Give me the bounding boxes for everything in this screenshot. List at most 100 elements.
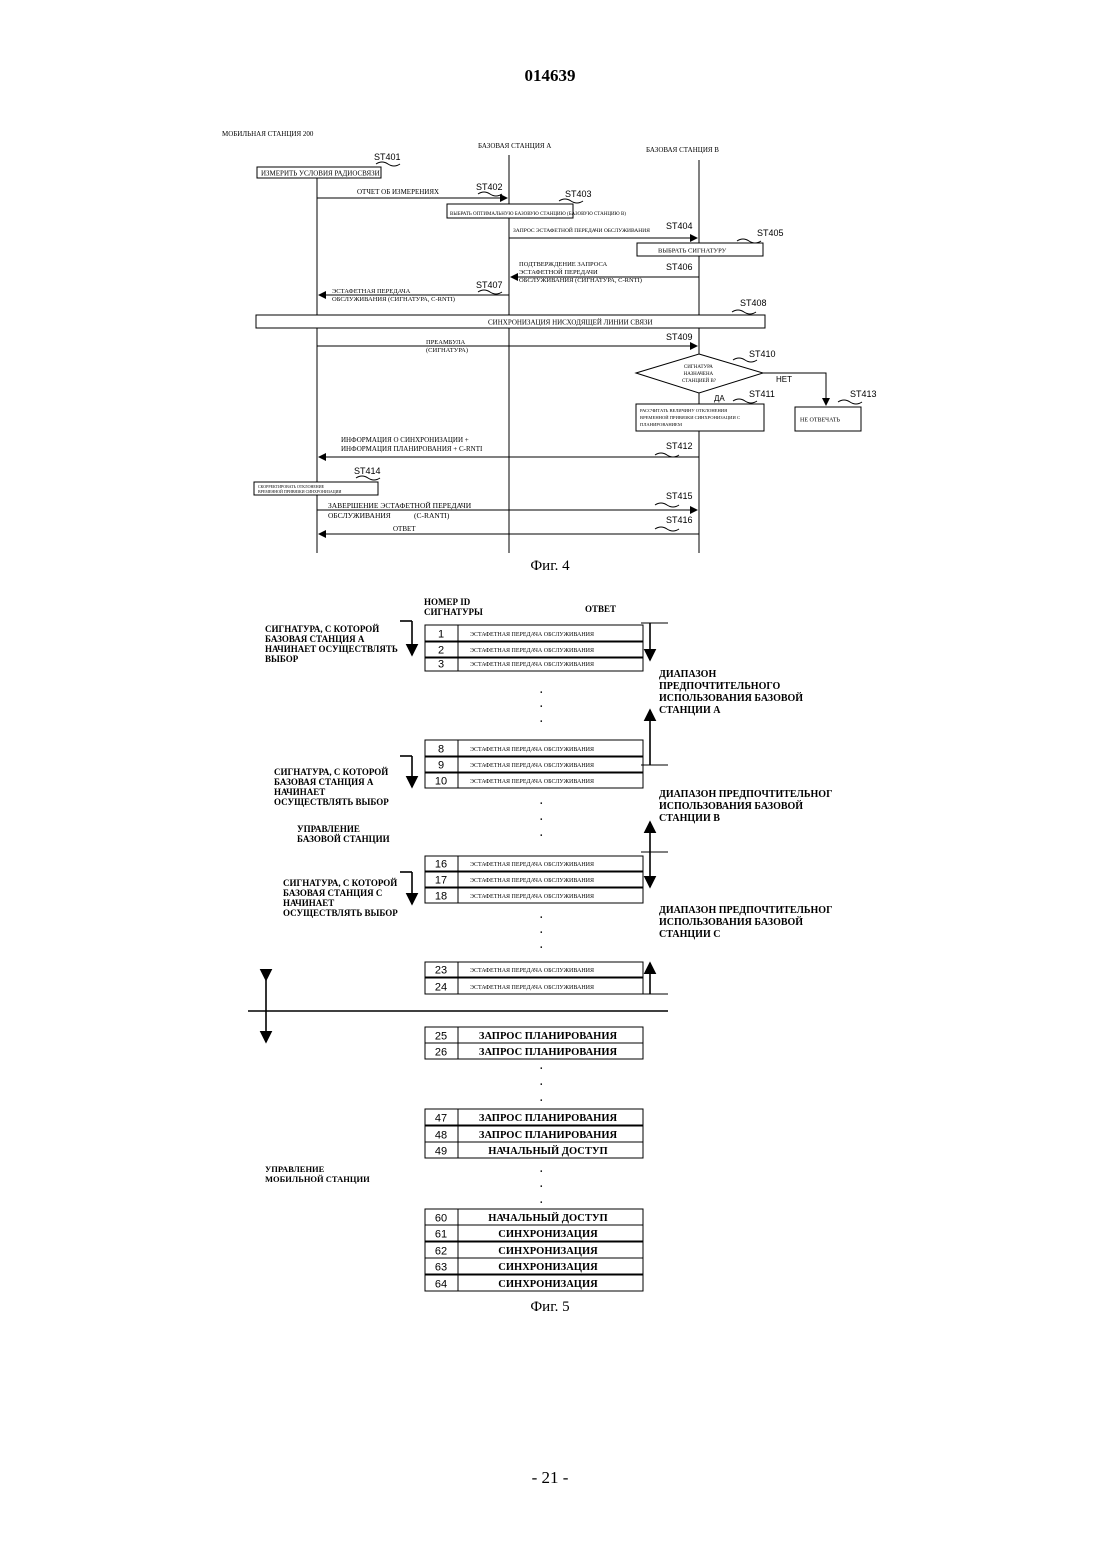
row-response: ЗАПРОС ПЛАНИРОВАНИЯ — [479, 1113, 618, 1124]
svg-text:.: . — [540, 1164, 543, 1175]
row-id: 62 — [435, 1246, 447, 1258]
row-response: СИНХРОНИЗАЦИЯ — [498, 1229, 598, 1240]
fig4-sequence-diagram: МОБИЛЬНАЯ СТАНЦИЯ 200 БАЗОВАЯ СТАНЦИЯ A … — [222, 130, 877, 553]
row-response: СИНХРОНИЗАЦИЯ — [498, 1246, 598, 1257]
row-id: 47 — [435, 1113, 447, 1125]
step-st416-id: ST416 — [666, 515, 693, 525]
step-st416-text: ОТВЕТ — [393, 525, 416, 533]
fig5-signature-table: НОМЕР ID СИГНАТУРЫ ОТВЕТ 1ЭСТАФЕТНАЯ ПЕР… — [248, 597, 835, 1291]
column-header-id: НОМЕР ID СИГНАТУРЫ — [424, 597, 483, 617]
range-bs-b: ДИАПАЗОН ПРЕДПОЧТИТЕЛЬНОГ ИСПОЛЬЗОВАНИЯ … — [659, 789, 835, 824]
row-response: ЭСТАФЕТНАЯ ПЕРЕДАЧА ОБСЛУЖИВАНИЯ — [470, 779, 594, 785]
svg-text:.: . — [540, 1179, 543, 1190]
row-response: ЗАПРОС ПЛАНИРОВАНИЯ — [479, 1047, 618, 1058]
row-id: 23 — [435, 965, 447, 977]
row-id: 64 — [435, 1279, 447, 1291]
step-st408-id: ST408 — [740, 298, 767, 308]
step-st412-id: ST412 — [666, 441, 693, 451]
step-st415-id: ST415 — [666, 491, 693, 501]
step-st404-text: ЗАПРОС ЭСТАФЕТНОЙ ПЕРЕДАЧИ ОБСЛУЖИВАНИЯ — [513, 226, 650, 234]
row-response: ЗАПРОС ПЛАНИРОВАНИЯ — [479, 1130, 618, 1141]
step-st402-text: ОТЧЕТ ОБ ИЗМЕРЕНИЯХ — [357, 188, 439, 196]
row-id: 61 — [435, 1229, 447, 1241]
row-id: 48 — [435, 1130, 447, 1142]
row-response: ЭСТАФЕТНАЯ ПЕРЕДАЧА ОБСЛУЖИВАНИЯ — [470, 648, 594, 654]
range-bs-c: ДИАПАЗОН ПРЕДПОЧТИТЕЛЬНОГ ИСПОЛЬЗОВАНИЯ … — [659, 905, 835, 940]
row-id: 3 — [438, 659, 444, 671]
step-st413-id: ST413 — [850, 389, 877, 399]
bs-control-label: УПРАВЛЕНИЕ БАЗОВОЙ СТАНЦИИ — [297, 824, 390, 844]
svg-text:.: . — [540, 925, 543, 936]
note-bs-a-second: СИГНАТУРА, С КОТОРОЙ БАЗОВАЯ СТАНЦИЯ A Н… — [274, 767, 391, 807]
step-st403-text: ВЫБРАТЬ ОПТИМАЛЬНУЮ БАЗОВУЮ СТАНЦИЮ (БАЗ… — [450, 212, 626, 217]
row-id: 9 — [438, 760, 444, 772]
svg-text:.: . — [540, 685, 543, 696]
row-id: 10 — [435, 776, 447, 788]
row-id: 8 — [438, 744, 444, 756]
step-st405-text: ВЫБРАТЬ СИГНАТУРУ — [658, 248, 727, 255]
row-response: ЭСТАФЕТНАЯ ПЕРЕДАЧА ОБСЛУЖИВАНИЯ — [470, 985, 594, 991]
row-id: 49 — [435, 1146, 447, 1158]
step-st410-id: ST410 — [749, 349, 776, 359]
lane-label-bs-a: БАЗОВАЯ СТАНЦИЯ A — [478, 142, 551, 150]
step-st412-text: ИНФОРМАЦИЯ О СИНХРОНИЗАЦИИ + ИНФОРМАЦИЯ … — [341, 436, 483, 453]
row-response: ЭСТАФЕТНАЯ ПЕРЕДАЧА ОБСЛУЖИВАНИЯ — [470, 747, 594, 753]
row-response: ЭСТАФЕТНАЯ ПЕРЕДАЧА ОБСЛУЖИВАНИЯ — [470, 662, 594, 668]
row-response: СИНХРОНИЗАЦИЯ — [498, 1262, 598, 1273]
row-response: ЭСТАФЕТНАЯ ПЕРЕДАЧА ОБСЛУЖИВАНИЯ — [470, 763, 594, 769]
row-id: 18 — [435, 891, 447, 903]
row-response: ЗАПРОС ПЛАНИРОВАНИЯ — [479, 1031, 618, 1042]
step-st404-id: ST404 — [666, 221, 693, 231]
svg-text:.: . — [540, 828, 543, 839]
note-bs-a-first: СИГНАТУРА, С КОТОРОЙ БАЗОВАЯ СТАНЦИЯ A Н… — [265, 624, 400, 664]
fig5-caption: Фиг. 5 — [530, 1299, 569, 1315]
svg-text:.: . — [540, 1093, 543, 1104]
row-id: 25 — [435, 1031, 447, 1043]
row-id: 63 — [435, 1262, 447, 1274]
row-id: 24 — [435, 982, 447, 994]
ms-control-label: УПРАВЛЕНИЕ МОБИЛЬНОЙ СТАНЦИИ — [265, 1164, 370, 1184]
row-response: СИНХРОНИЗАЦИЯ — [498, 1279, 598, 1290]
step-st413-text: НЕ ОТВЕЧАТЬ — [800, 418, 841, 424]
step-st409-id: ST409 — [666, 332, 693, 342]
svg-text:.: . — [540, 796, 543, 807]
step-st403-id: ST403 — [565, 189, 592, 199]
step-st402-id: ST402 — [476, 182, 503, 192]
row-id: 16 — [435, 859, 447, 871]
svg-text:.: . — [540, 910, 543, 921]
svg-text:.: . — [540, 714, 543, 725]
row-response: НАЧАЛЬНЫЙ ДОСТУП — [488, 1212, 607, 1224]
row-id: 17 — [435, 875, 447, 887]
step-st405-id: ST405 — [757, 228, 784, 238]
lane-label-bs-b: БАЗОВАЯ СТАНЦИЯ B — [646, 146, 719, 154]
column-header-response: ОТВЕТ — [585, 604, 616, 614]
row-response: ЭСТАФЕТНАЯ ПЕРЕДАЧА ОБСЛУЖИВАНИЯ — [470, 862, 594, 868]
svg-text:.: . — [540, 1061, 543, 1072]
svg-text:.: . — [540, 1077, 543, 1088]
step-st401-id: ST401 — [374, 152, 401, 162]
step-st406-id: ST406 — [666, 262, 693, 272]
svg-text:.: . — [540, 699, 543, 710]
row-response: ЭСТАФЕТНАЯ ПЕРЕДАЧА ОБСЛУЖИВАНИЯ — [470, 632, 594, 638]
page-number: - 21 - — [0, 1468, 1100, 1488]
row-id: 26 — [435, 1047, 447, 1059]
row-id: 2 — [438, 645, 444, 657]
step-st407-id: ST407 — [476, 280, 503, 290]
svg-text:.: . — [540, 812, 543, 823]
decision-yes-label: ДА — [714, 394, 725, 403]
note-bs-c: СИГНАТУРА, С КОТОРОЙ БАЗОВАЯ СТАНЦИЯ С Н… — [283, 878, 400, 918]
row-response: ЭСТАФЕТНАЯ ПЕРЕДАЧА ОБСЛУЖИВАНИЯ — [470, 878, 594, 884]
row-response: НАЧАЛЬНЫЙ ДОСТУП — [488, 1145, 607, 1157]
row-id: 60 — [435, 1213, 447, 1225]
step-st401-text: ИЗМЕРИТЬ УСЛОВИЯ РАДИОСВЯЗИ — [261, 170, 380, 178]
lane-label-mobile: МОБИЛЬНАЯ СТАНЦИЯ 200 — [222, 130, 314, 138]
svg-text:.: . — [540, 940, 543, 951]
step-st408-text: СИНХРОНИЗАЦИЯ НИСХОДЯЩЕЙ ЛИНИИ СВЯЗИ — [488, 319, 653, 327]
step-st410-text: СИГНАТУРА НАЗНАЧЕНА СТАНЦИЕЙ B? — [682, 365, 717, 384]
row-response: ЭСТАФЕТНАЯ ПЕРЕДАЧА ОБСЛУЖИВАНИЯ — [470, 894, 594, 900]
range-bs-a: ДИАПАЗОН ПРЕДПОЧТИТЕЛЬНОГО ИСПОЛЬЗОВАНИЯ… — [659, 669, 806, 716]
decision-no-label: НЕТ — [776, 375, 792, 384]
step-st406-text: ПОДТВЕРЖДЕНИЕ ЗАПРОСА ЭСТАФЕТНОЙ ПЕРЕДАЧ… — [519, 261, 642, 284]
step-st411-id: ST411 — [749, 389, 775, 399]
